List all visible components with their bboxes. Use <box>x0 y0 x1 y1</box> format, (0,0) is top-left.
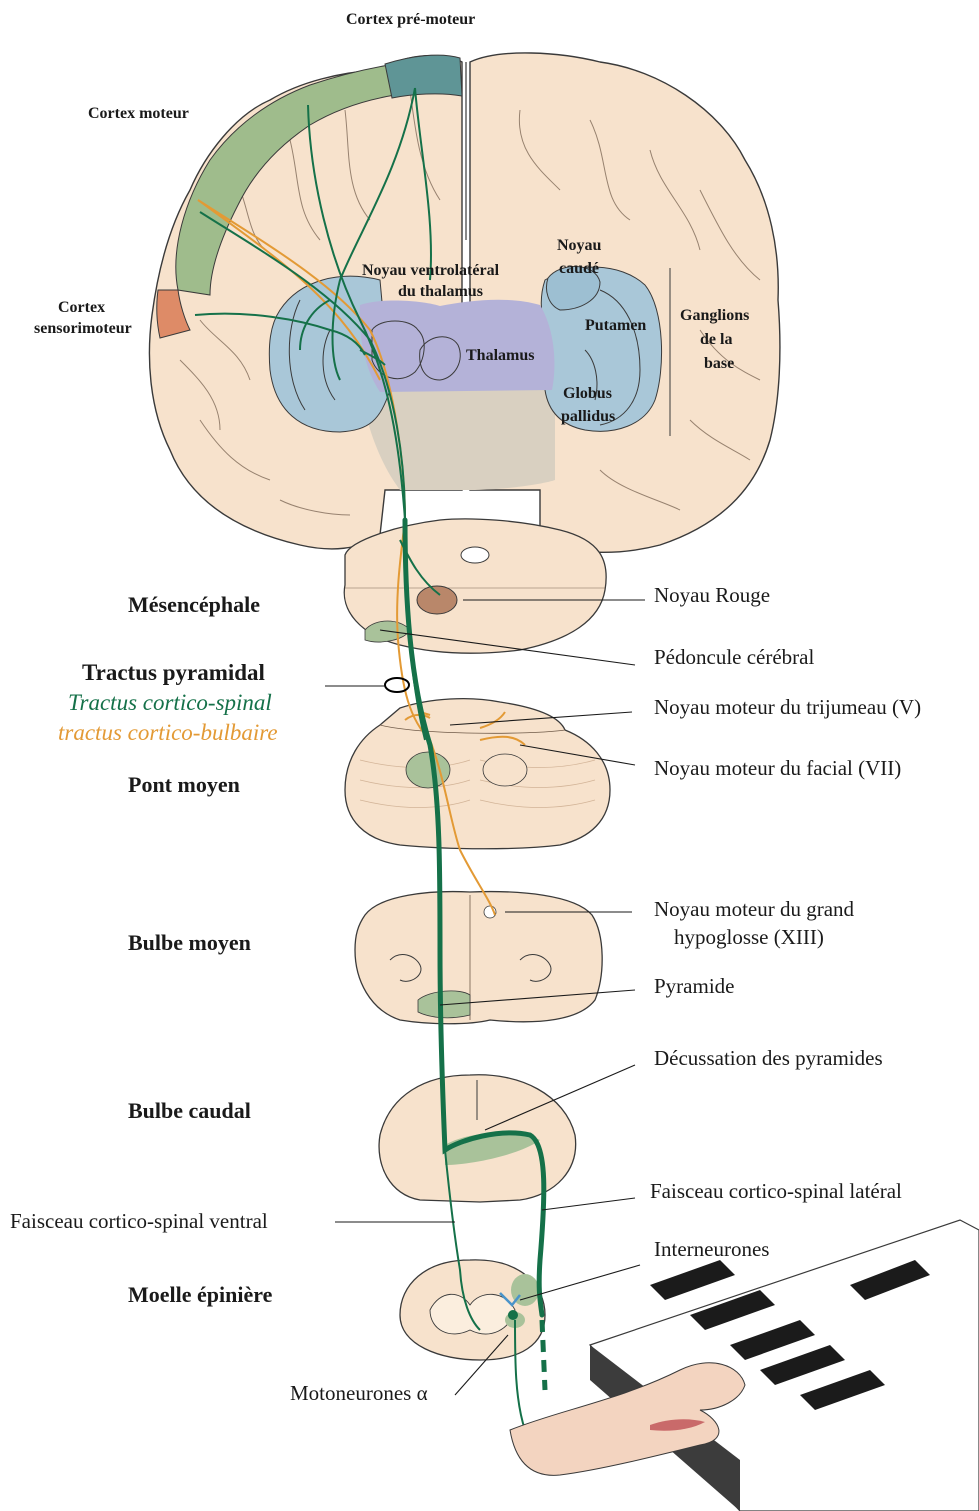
mid-medulla-section <box>355 892 602 1024</box>
piano-keyboard-illustration <box>510 1220 979 1511</box>
legend-pyramidal-tract: Tractus pyramidal <box>82 660 265 685</box>
label-globus-line2: pallidus <box>561 408 615 425</box>
label-hypoglossal-line1: Noyau moteur du grand <box>654 897 855 921</box>
legend-corticospinal-tract: Tractus cortico-spinal <box>68 690 272 715</box>
label-sensorimotor-cortex-line2: sensorimoteur <box>34 320 132 337</box>
label-mid-medulla: Bulbe moyen <box>128 930 251 955</box>
corticospinal-dashed-continuation <box>542 1320 545 1390</box>
label-interneurons: Interneurones <box>654 1237 769 1261</box>
label-basal-ganglia-line2: de la <box>700 331 732 348</box>
pyramidal-legend: Tractus pyramidal Tractus cortico-spinal… <box>58 660 278 745</box>
label-spinal-cord: Moelle épinière <box>128 1282 273 1307</box>
label-hypoglossal-line2: hypoglosse (XIII) <box>674 925 824 949</box>
legend-corticobulbar-tract: tractus cortico-bulbaire <box>58 720 278 745</box>
label-trigeminal-nucleus: Noyau moteur du trijumeau (V) <box>654 695 921 719</box>
label-vl-thalamus-line2: du thalamus <box>398 283 483 300</box>
label-facial-nucleus: Noyau moteur du facial (VII) <box>654 756 901 780</box>
label-sensorimotor-cortex-line1: Cortex <box>58 299 105 316</box>
label-motor-cortex: Cortex moteur <box>88 105 189 122</box>
premotor-cortex-region <box>385 55 462 98</box>
label-globus-line1: Globus <box>563 385 612 402</box>
label-basal-ganglia-line1: Ganglions <box>680 307 749 324</box>
pyramidal-tract-marker <box>385 678 409 692</box>
label-caudal-medulla: Bulbe caudal <box>128 1098 251 1123</box>
label-midbrain: Mésencéphale <box>128 592 260 617</box>
label-ventral-corticospinal-tract: Faisceau cortico-spinal ventral <box>10 1209 268 1233</box>
right-labels: Noyau Rouge Pédoncule cérébral Noyau mot… <box>650 583 921 1261</box>
label-caudate-line2: caudé <box>559 260 599 277</box>
thalamus-region <box>360 300 555 392</box>
pons-section <box>345 699 610 849</box>
label-vl-thalamus-line1: Noyau ventrolatéral <box>362 262 500 279</box>
spinal-cord-section <box>400 1260 545 1360</box>
brain-coronal-section <box>149 53 779 552</box>
label-caudate-line1: Noyau <box>557 237 602 254</box>
label-red-nucleus: Noyau Rouge <box>654 583 770 607</box>
label-mid-pons: Pont moyen <box>128 772 240 797</box>
label-alpha-motoneurons: Motoneurones α <box>290 1381 428 1405</box>
alpha-motoneuron-body <box>508 1310 518 1320</box>
midbrain-section <box>344 519 606 653</box>
label-pyramid: Pyramide <box>654 974 734 998</box>
label-putamen: Putamen <box>585 317 646 334</box>
label-premotor-cortex: Cortex pré-moteur <box>346 11 475 28</box>
label-lateral-corticospinal-tract: Faisceau cortico-spinal latéral <box>650 1179 902 1203</box>
label-basal-ganglia-line3: base <box>704 355 734 372</box>
label-thalamus: Thalamus <box>466 347 534 364</box>
label-cerebral-peduncle: Pédoncule cérébral <box>654 645 814 669</box>
left-labels: Faisceau cortico-spinal ventral Motoneur… <box>10 1209 428 1405</box>
label-decussation: Décussation des pyramides <box>654 1046 883 1070</box>
red-nucleus <box>417 586 457 614</box>
